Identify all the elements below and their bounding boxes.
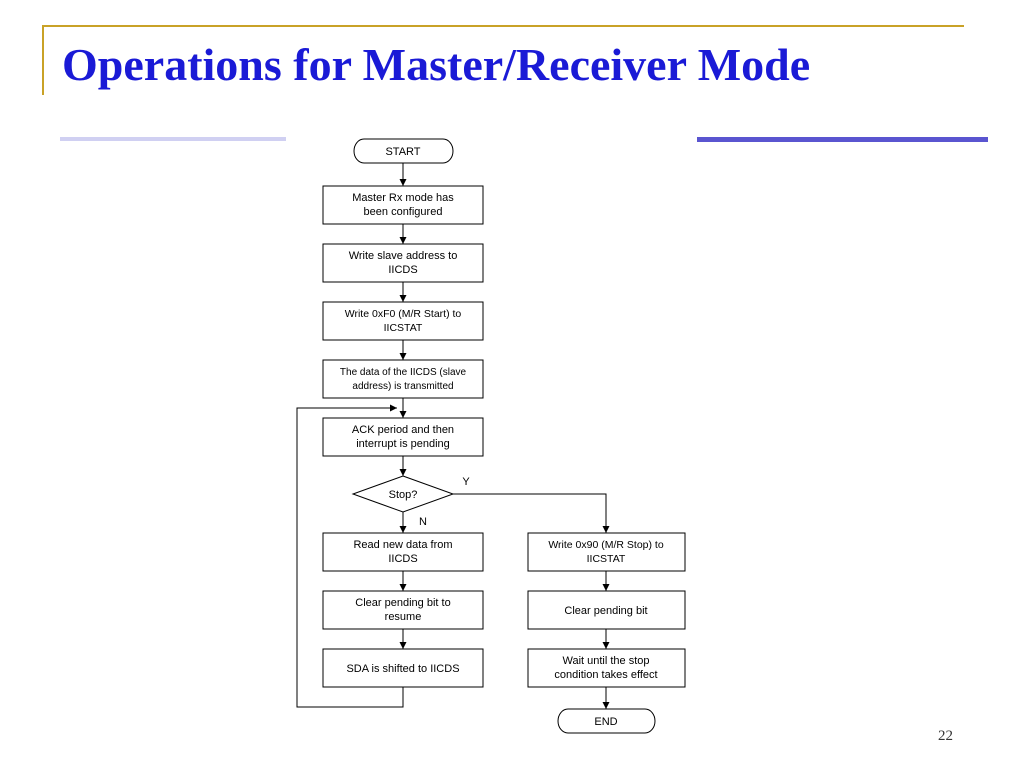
slide-number: 22	[938, 728, 953, 744]
decision-label: Stop?	[389, 489, 418, 501]
step-read-line2: IICDS	[388, 553, 417, 565]
step-ack-line2: interrupt is pending	[356, 438, 450, 450]
start-label: START	[385, 146, 420, 158]
step-sda-line1: SDA is shifted to IICDS	[346, 663, 459, 675]
step-transmitted-line2: address) is transmitted	[352, 381, 453, 392]
step-transmitted-line1: The data of the IICDS (slave	[340, 367, 467, 378]
end-terminal	[557, 708, 656, 734]
title-rule-right	[697, 137, 988, 142]
loop-back-arrow	[296, 404, 404, 708]
step-read-line1: Read new data from	[353, 539, 452, 551]
step-write-90-line1: Write 0x90 (M/R Stop) to	[548, 539, 664, 551]
decision-no-label: N	[419, 516, 427, 528]
step-write-f0-line1: Write 0xF0 (M/R Start) to	[345, 308, 462, 320]
step-write-90-line2: IICSTAT	[587, 553, 626, 565]
step-wait-line1: Wait until the stop	[562, 655, 649, 667]
step-wait-line2: condition takes effect	[554, 669, 657, 681]
step-clear-resume-line1: Clear pending bit to	[355, 597, 450, 609]
step-ack-line1: ACK period and then	[352, 424, 454, 436]
arrow-decision-yes	[453, 493, 610, 533]
step-configured-line2: been configured	[364, 206, 443, 218]
step-transmitted-box	[322, 359, 484, 399]
decision-yes-label: Y	[462, 476, 470, 488]
step-clear-resume-line2: resume	[385, 611, 422, 623]
step-clear-pending-line1: Clear pending bit	[564, 605, 647, 617]
frame-left-line	[42, 25, 44, 95]
slide-title: Operations for Master/Receiver Mode	[62, 39, 811, 90]
frame-top-line	[42, 25, 964, 27]
title-rule-left	[60, 137, 286, 141]
step-write-f0-line2: IICSTAT	[384, 322, 423, 334]
end-label: END	[594, 716, 617, 728]
start-terminal	[353, 138, 454, 164]
step-write-addr-line1: Write slave address to	[349, 250, 458, 262]
step-write-addr-line2: IICDS	[388, 264, 417, 276]
step-configured-line1: Master Rx mode has	[352, 192, 454, 204]
